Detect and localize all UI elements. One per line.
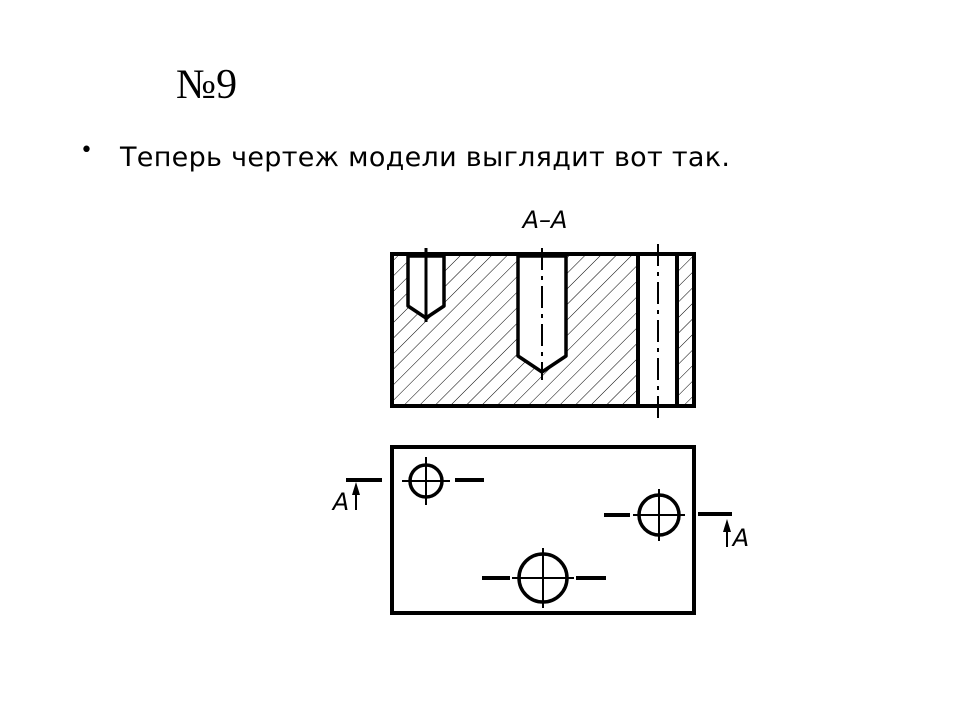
top-view: А А [331,445,749,615]
hole-large-bottom [482,548,606,608]
cut-arrow-left [352,482,360,510]
bullet-text: Теперь чертеж модели выглядит вот так. [120,142,731,173]
cut-arrow-right [723,519,731,547]
hole-small-top-left [402,457,450,505]
cut-label-right: А [731,524,749,552]
section-title: А–А [521,206,568,234]
section-outline [390,252,696,408]
bullet-item: • Теперь чертеж модели выглядит вот так. [80,140,730,180]
slide-title: №9 [176,62,238,108]
section-view [390,244,696,418]
hole-medium-right [604,489,685,541]
cut-label-left: А [331,488,349,516]
bullet-marker: • [80,138,93,163]
top-view-outline [390,445,696,615]
